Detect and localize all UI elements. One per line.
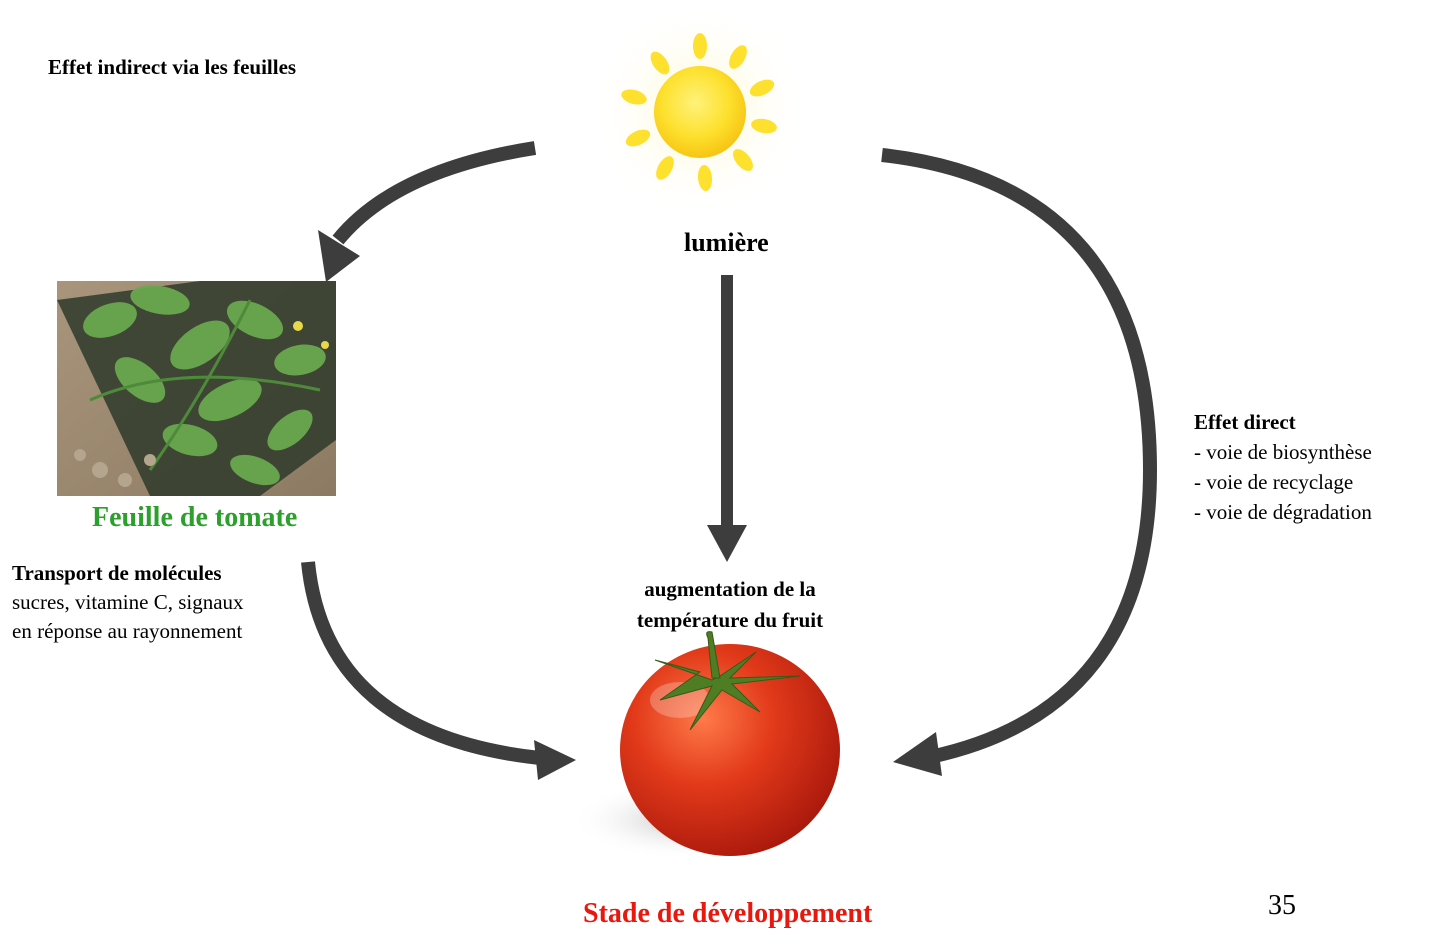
direct-effect-item: - voie de biosynthèse (1194, 440, 1372, 464)
development-stage-label: Stade de développement (583, 898, 873, 929)
page-number: 35 (1268, 890, 1296, 921)
direct-effect-item: - voie de dégradation (1194, 500, 1372, 524)
temperature-line: augmentation de la (644, 577, 816, 601)
arrow-leaf-to-fruit (301, 561, 576, 780)
arrow-direct-effect (881, 148, 1158, 776)
tomato-leaf-photo (57, 281, 336, 496)
arrow-sun-to-fruit-temperature (707, 275, 747, 562)
temperature-line: température du fruit (636, 608, 824, 632)
direct-effect-title: Effet direct (1194, 410, 1296, 434)
fruit-temperature-label: augmentation de la température du fruit (600, 574, 860, 636)
sun-icon (590, 0, 810, 220)
direct-effect-block: Effet direct - voie de biosynthèse - voi… (1194, 407, 1372, 527)
transport-line: sucres, vitamine C, signaux (12, 590, 244, 614)
tomato-leaf-label: Feuille de tomate (92, 502, 298, 533)
arrow-sun-to-leaf (318, 141, 537, 282)
light-label: lumière (684, 228, 769, 257)
indirect-effect-label: Effet indirect via les feuilles (48, 55, 297, 79)
transport-line: en réponse au rayonnement (12, 619, 243, 643)
tomato-fruit-photo (570, 631, 840, 860)
transport-title: Transport de molécules (12, 561, 222, 585)
direct-effect-item: - voie de recyclage (1194, 470, 1354, 494)
molecule-transport-block: Transport de molécules sucres, vitamine … (12, 559, 244, 646)
